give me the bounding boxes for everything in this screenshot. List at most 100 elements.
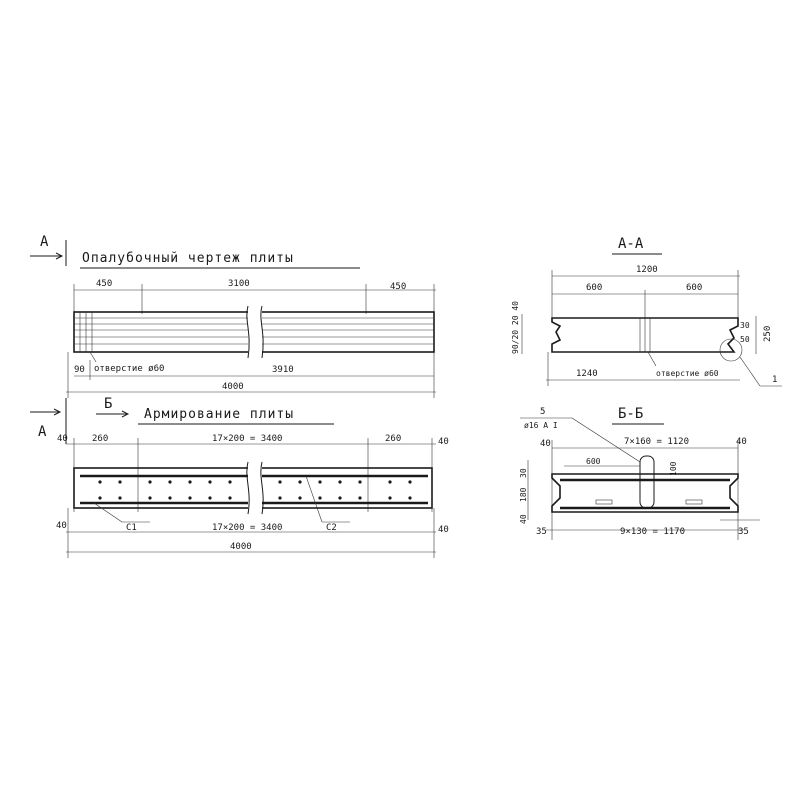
dims-left-side: 90/20 20 40 <box>511 301 520 354</box>
bar-dot <box>208 496 212 500</box>
bar-dot <box>118 480 122 484</box>
dim-7x160: 7×160 = 1120 <box>624 437 689 447</box>
dim-260-right: 260 <box>385 434 401 444</box>
dim-17x200-bottom: 17×200 = 3400 <box>212 523 282 533</box>
section-b-arrow-head <box>121 410 130 418</box>
dim-250: 250 <box>763 326 773 342</box>
dim-9x130: 9×130 = 1170 <box>620 527 685 537</box>
dim-450-left: 450 <box>96 279 112 289</box>
section-bb-profile <box>551 473 739 513</box>
dim-40-bottom-right: 40 <box>438 525 449 535</box>
bar-dot <box>338 496 342 500</box>
bar-dot <box>358 496 362 500</box>
bar-dot <box>98 480 102 484</box>
leader-c1 <box>93 502 123 523</box>
bar-dot <box>408 496 412 500</box>
bar-spec-leader <box>571 417 641 463</box>
bar-mark-5: 5 <box>540 407 545 417</box>
bar-dot <box>188 496 192 500</box>
section-mark-a-2: А <box>38 424 47 440</box>
section-aa-profile <box>551 317 739 353</box>
dim-40-bb-right: 40 <box>736 437 747 447</box>
dim-4000-reinf: 4000 <box>230 542 252 552</box>
section-bb: 5 ø16 А I Б-Б 40 7×160 = 1120 40 600 100… <box>519 406 760 540</box>
bar-dot <box>168 480 172 484</box>
bar-dot <box>358 480 362 484</box>
dim-450-right: 450 <box>390 282 406 292</box>
dim-260-left: 260 <box>92 434 108 444</box>
bar-dot <box>388 496 392 500</box>
section-aa-title: А-А <box>618 236 644 252</box>
bar-dot <box>338 480 342 484</box>
leader-c2 <box>305 475 323 523</box>
break-line-left <box>246 305 250 359</box>
bar-dot <box>318 480 322 484</box>
bar-spec: ø16 А I <box>524 421 558 430</box>
bar-dot <box>388 480 392 484</box>
bar-dots-top <box>98 480 412 484</box>
dim-40-bb-left: 40 <box>540 439 551 449</box>
dim-600-bb: 600 <box>586 457 601 466</box>
section-arrow-head-2 <box>53 408 62 416</box>
hole-leader-aa <box>647 351 657 367</box>
bar-marker <box>595 499 613 505</box>
dim-1240: 1240 <box>576 369 598 379</box>
dim-100-bb: 100 <box>669 461 678 476</box>
hole-leader <box>89 351 97 363</box>
section-bb-title: Б-Б <box>618 406 643 422</box>
break-line-right <box>260 305 264 359</box>
formwork-title: Опалубочный чертеж плиты <box>82 251 294 266</box>
bar-dot <box>118 496 122 500</box>
bar-dot <box>188 480 192 484</box>
formwork-view: А Опалубочный чертеж плиты 450 3100 450 … <box>30 234 436 398</box>
reinforcement-view: А Б Армирование плиты 40 260 17×200 = 34… <box>30 396 449 558</box>
section-aa: А-А 1200 600 600 90/20 20 40 30 50 250 1… <box>511 236 782 387</box>
bar-dot <box>98 496 102 500</box>
break-gap-2 <box>248 462 262 514</box>
dim-180-bb: 180 <box>519 487 528 502</box>
label-c2: С2 <box>326 523 337 533</box>
bar-dot <box>148 480 152 484</box>
dim-600-right: 600 <box>686 283 702 293</box>
bar-dot <box>228 480 232 484</box>
dim-50-aa: 50 <box>740 335 750 344</box>
bar-dot <box>168 496 172 500</box>
bar-dot <box>318 496 322 500</box>
bar-dot <box>298 480 302 484</box>
bar-dot <box>408 480 412 484</box>
dim-40-bb-side: 40 <box>519 514 528 524</box>
callout-leader <box>739 356 761 387</box>
dim-4000-formwork: 4000 <box>222 382 244 392</box>
dim-17x200-top: 17×200 = 3400 <box>212 434 282 444</box>
bar-dot <box>278 480 282 484</box>
detail-circle <box>719 338 743 362</box>
dim-40-top-right: 40 <box>438 437 449 447</box>
dim-40-bottom-left: 40 <box>56 521 67 531</box>
label-c1: С1 <box>126 523 137 533</box>
dim-30-bb: 30 <box>519 468 528 478</box>
dim-40-top-left: 40 <box>57 434 68 444</box>
hole-note: отверстие ø60 <box>94 364 164 374</box>
bar-dot <box>228 496 232 500</box>
bar-dot <box>298 496 302 500</box>
hole-note-aa: отверстие ø60 <box>656 369 719 378</box>
dim-90: 90 <box>74 365 85 375</box>
dim-35-left: 35 <box>536 527 547 537</box>
bar-dot <box>148 496 152 500</box>
section-mark-b: Б <box>104 396 112 412</box>
dim-3910: 3910 <box>272 365 294 375</box>
bar-marker <box>685 499 703 505</box>
lifting-loop <box>639 455 655 509</box>
bar-dot <box>208 480 212 484</box>
dim-35-right: 35 <box>738 527 749 537</box>
callout-1: 1 <box>772 375 777 385</box>
bar-dot <box>278 496 282 500</box>
dim-3100: 3100 <box>228 279 250 289</box>
break-line-left-2 <box>246 461 250 515</box>
break-line-right-2 <box>260 461 264 515</box>
break-gap <box>248 306 262 358</box>
reinforcement-title: Армирование плиты <box>144 407 294 422</box>
dim-600-left: 600 <box>586 283 602 293</box>
section-arrow-head <box>55 252 64 260</box>
